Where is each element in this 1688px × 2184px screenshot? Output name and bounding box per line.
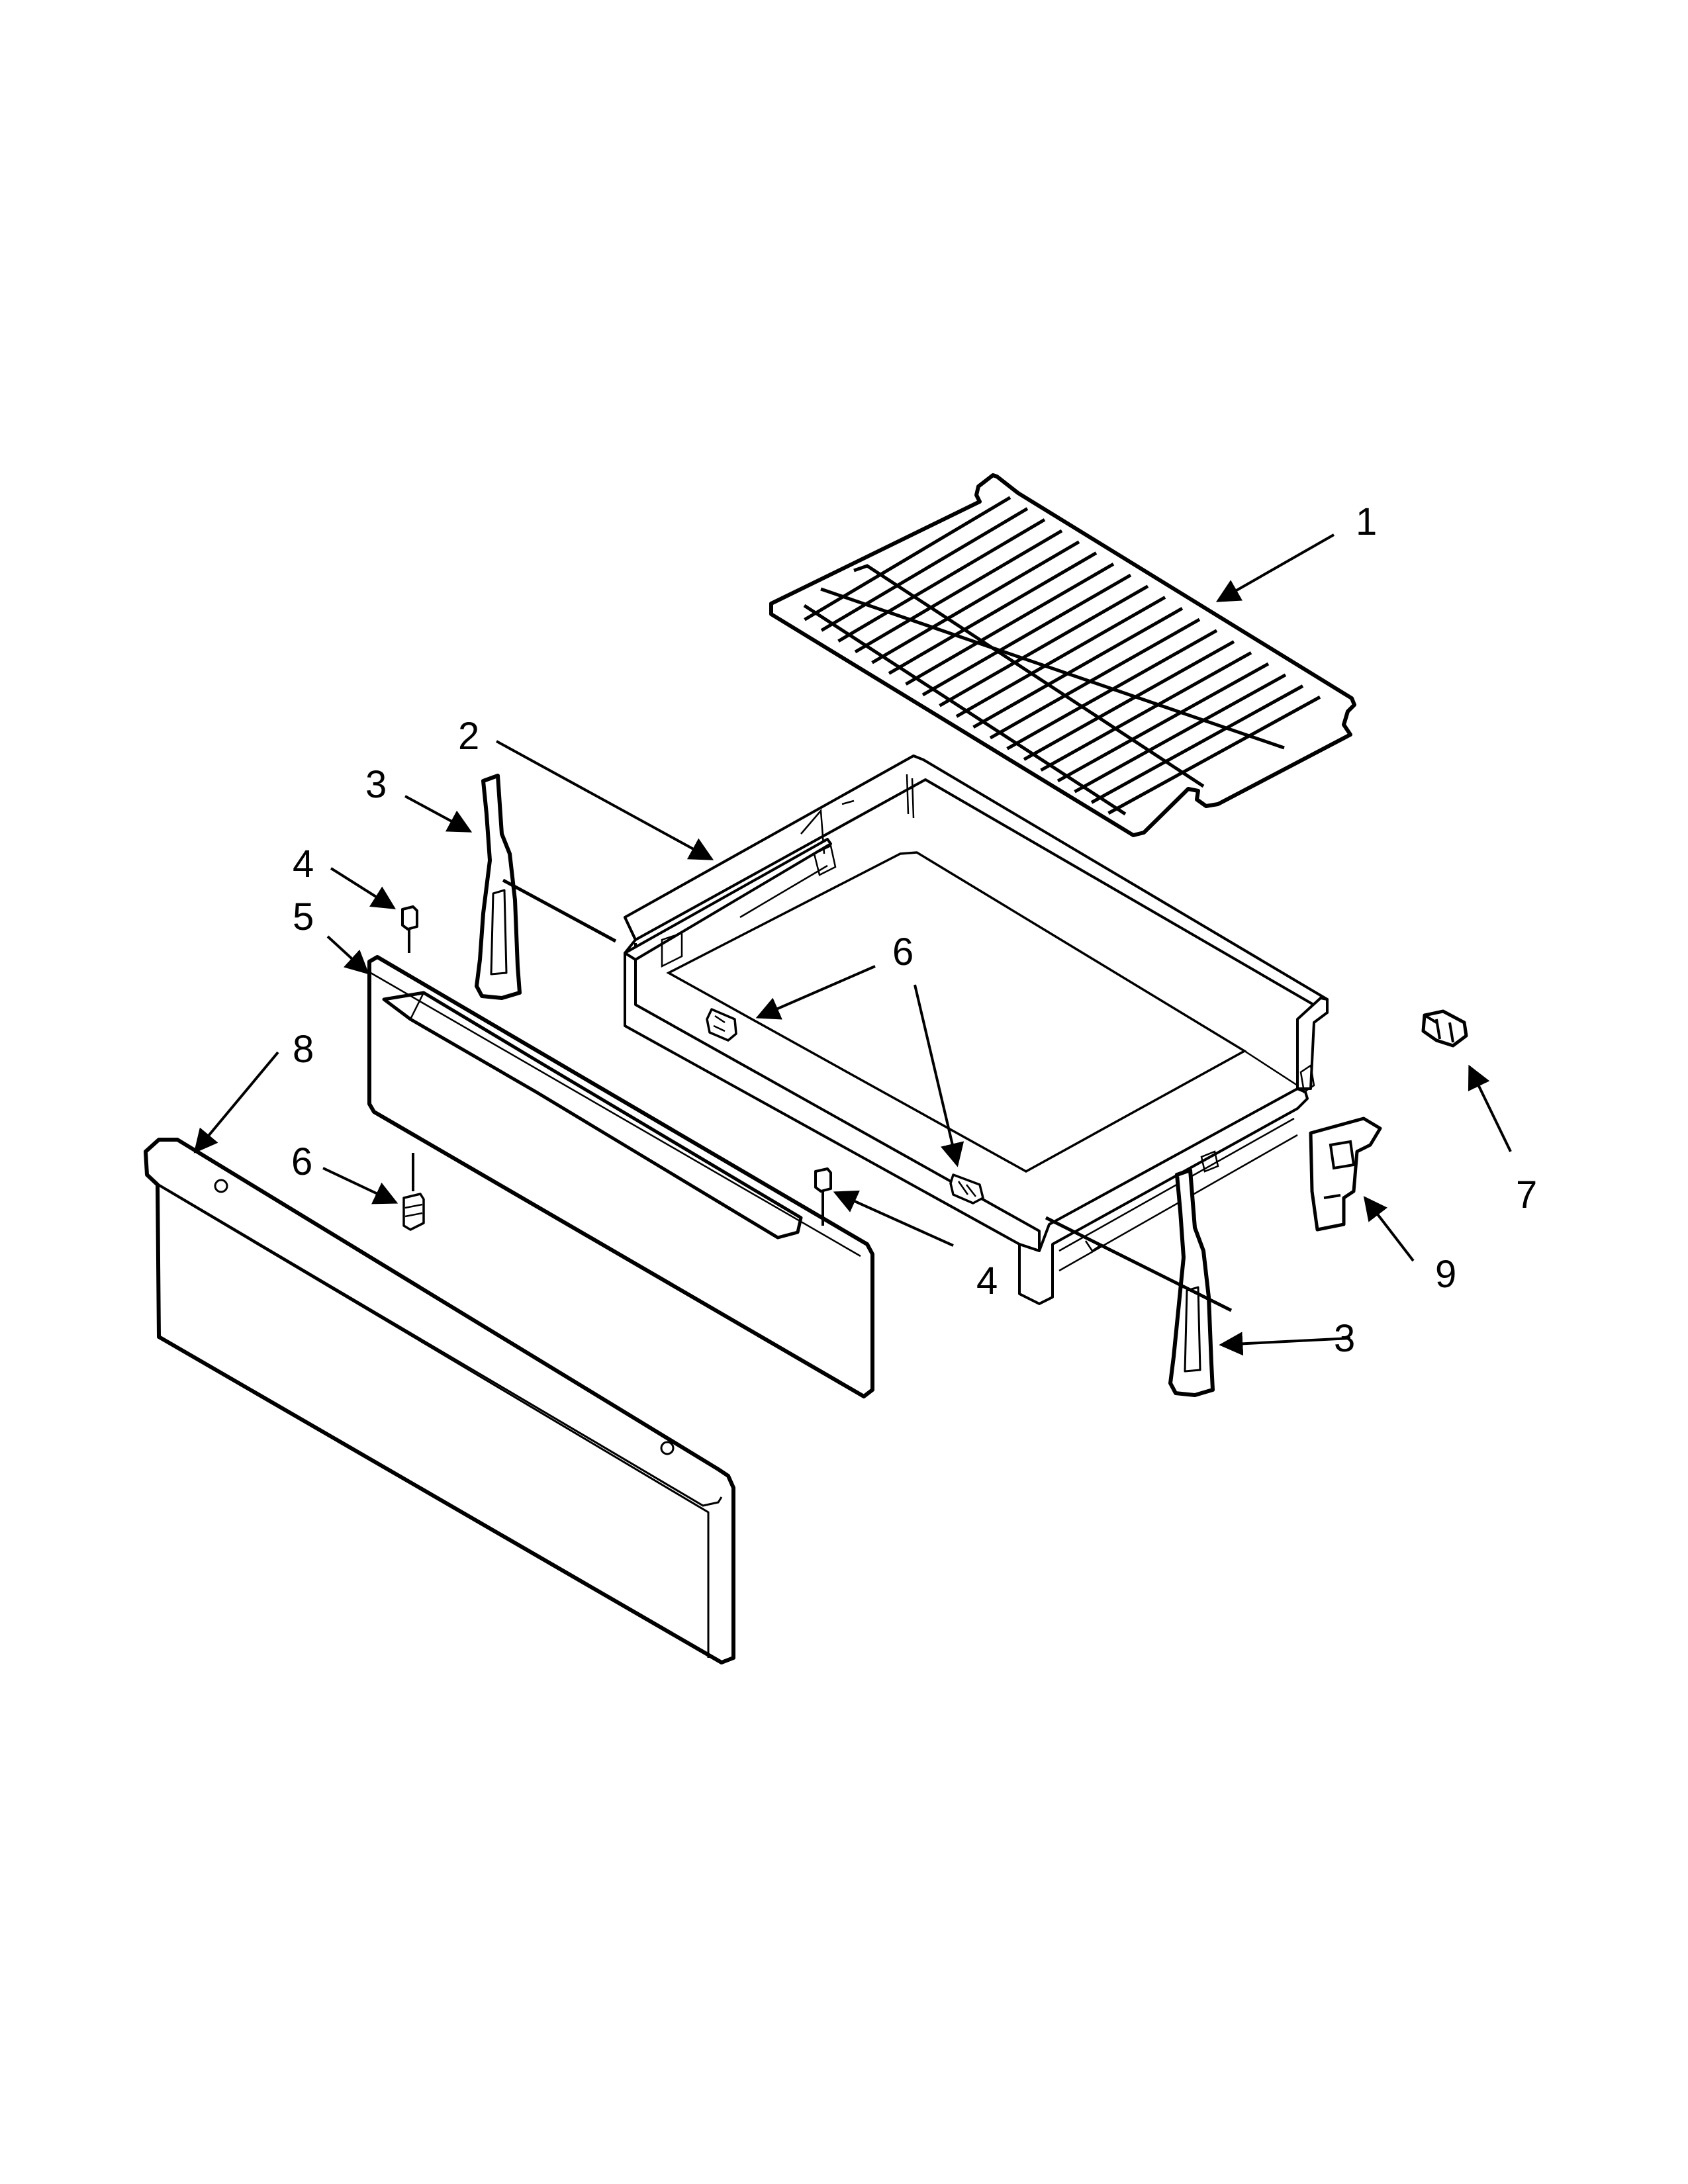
leader-6a bbox=[755, 965, 876, 1020]
drawer-screw-lower bbox=[949, 1173, 984, 1205]
leader-1 bbox=[1215, 533, 1335, 602]
callout-1: 1 bbox=[1356, 500, 1377, 543]
drawer-slide-right bbox=[1045, 1168, 1233, 1397]
bracket-clip bbox=[1421, 1009, 1468, 1048]
callout-8: 8 bbox=[293, 1028, 314, 1071]
rack-bar bbox=[837, 518, 1046, 643]
leader-2 bbox=[496, 740, 714, 860]
rack-bar bbox=[972, 607, 1184, 729]
leader-lines bbox=[193, 533, 1512, 1356]
rack-bar bbox=[989, 617, 1201, 740]
shoulder-screw-left bbox=[401, 905, 418, 953]
drawer-body bbox=[624, 754, 1329, 1305]
rack-bar bbox=[1040, 651, 1252, 772]
leader-3b bbox=[1219, 1332, 1351, 1356]
panel-screw bbox=[402, 1153, 425, 1231]
leader-3a bbox=[404, 795, 473, 833]
callout-6-lower: 6 bbox=[291, 1140, 312, 1183]
leader-5 bbox=[326, 935, 369, 975]
callout-6-upper: 6 bbox=[892, 931, 914, 974]
rack-bar bbox=[804, 496, 1011, 621]
outer-drawer-front bbox=[144, 1138, 735, 1664]
rack-bar bbox=[1023, 640, 1235, 761]
callout-3-lower: 3 bbox=[1334, 1317, 1355, 1360]
rack-bar bbox=[1074, 673, 1287, 794]
rack-bar bbox=[1056, 662, 1270, 783]
callout-5: 5 bbox=[293, 895, 314, 938]
callout-3-upper: 3 bbox=[365, 763, 387, 806]
drawer-slide-left bbox=[475, 774, 617, 1000]
callout-labels: 1 2 3 3 4 4 5 6 6 7 8 9 bbox=[291, 500, 1537, 1360]
callout-7: 7 bbox=[1516, 1173, 1537, 1216]
callout-4-lower: 4 bbox=[976, 1259, 998, 1302]
leader-9 bbox=[1363, 1196, 1415, 1262]
leader-4b bbox=[833, 1190, 954, 1247]
rack-bar bbox=[905, 563, 1115, 686]
rack-bar bbox=[871, 540, 1080, 664]
rack-bar bbox=[1090, 684, 1304, 804]
rack-bar bbox=[955, 596, 1166, 718]
drawer-screw-upper bbox=[706, 1008, 737, 1042]
rack-bar bbox=[939, 584, 1149, 707]
rack-bar bbox=[921, 573, 1132, 697]
rack-bar bbox=[888, 551, 1098, 675]
inner-drawer-panel bbox=[367, 955, 874, 1398]
callout-4-upper: 4 bbox=[293, 842, 314, 886]
leader-6c bbox=[322, 1167, 399, 1205]
leader-8 bbox=[193, 1051, 279, 1154]
oven-rack bbox=[769, 473, 1356, 837]
callout-9: 9 bbox=[1435, 1253, 1456, 1296]
callout-2: 2 bbox=[458, 715, 479, 758]
leader-6b bbox=[914, 984, 964, 1167]
shoulder-screw-right bbox=[814, 1167, 832, 1226]
leader-4a bbox=[330, 867, 397, 909]
rack-bar bbox=[854, 529, 1063, 654]
latch-bracket bbox=[1309, 1116, 1382, 1232]
leader-7 bbox=[1468, 1064, 1512, 1152]
rack-bar bbox=[820, 507, 1029, 632]
rack-bar bbox=[1107, 696, 1321, 815]
